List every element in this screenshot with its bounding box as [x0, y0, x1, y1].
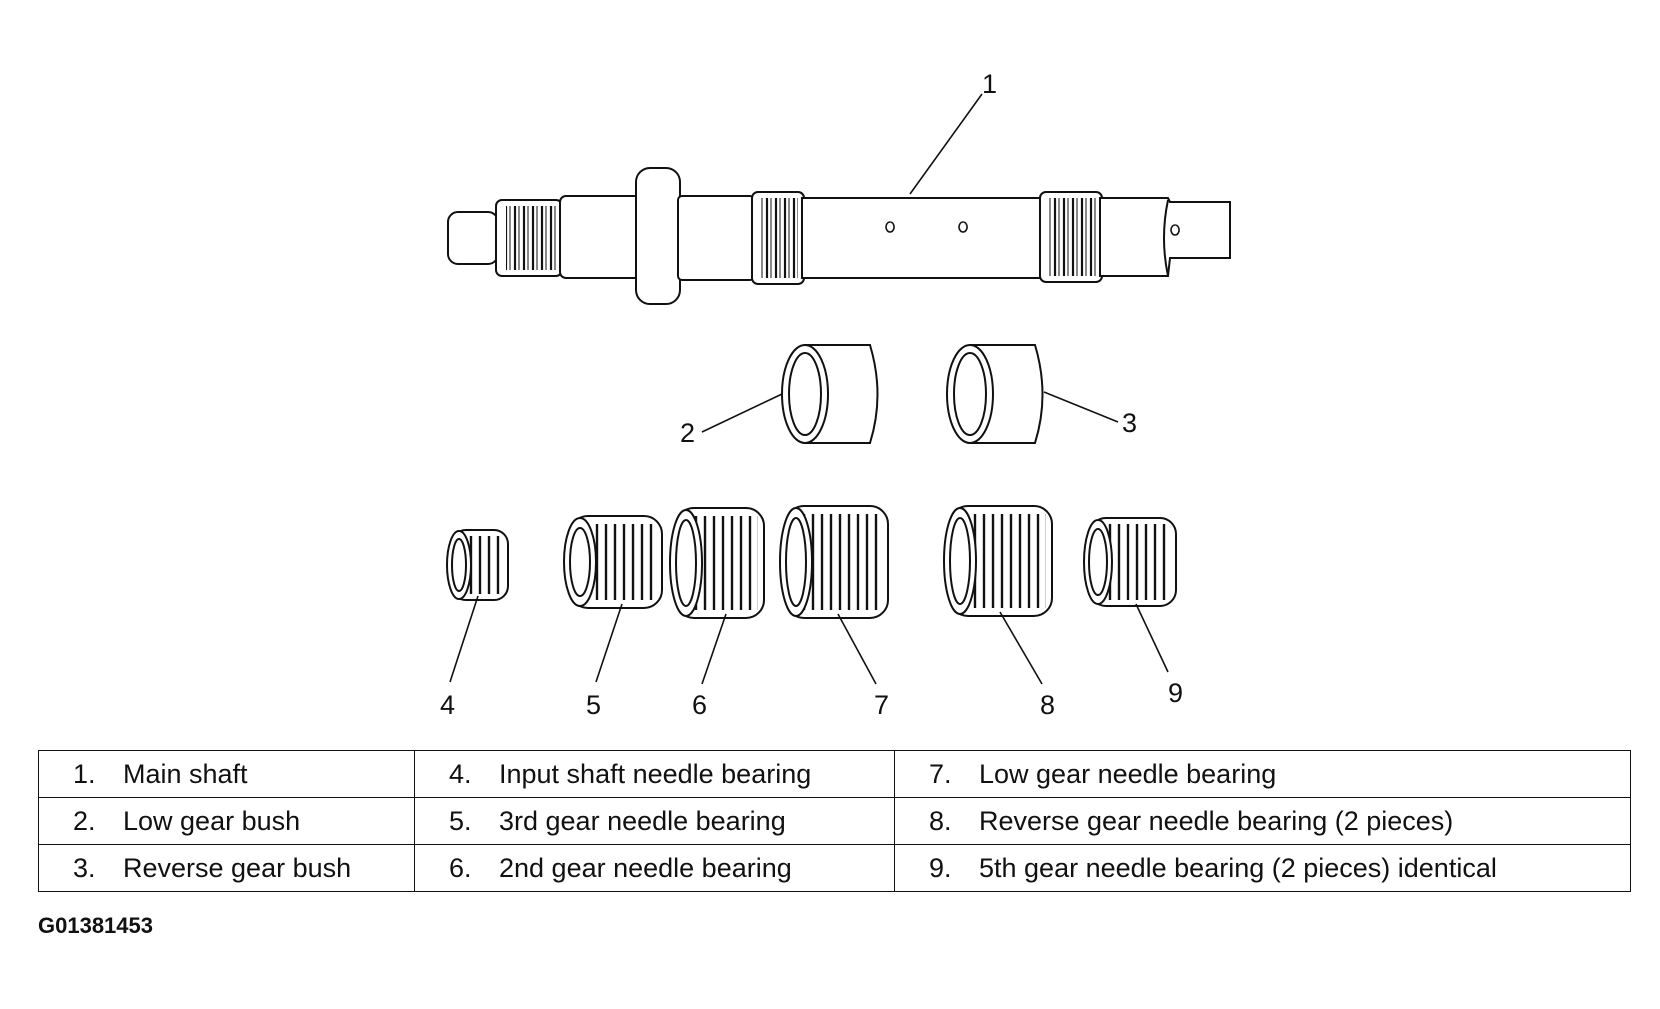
legend-cell: 5.3rd gear needle bearing [414, 797, 895, 845]
low-gear-bush [781, 344, 879, 444]
legend-row: 3.Reverse gear bush 6.2nd gear needle be… [38, 844, 1631, 892]
callout-7: 7 [874, 690, 889, 720]
legend-cell: 3.Reverse gear bush [38, 844, 415, 892]
input-shaft-needle-bearing [446, 529, 509, 601]
parts-legend-table: 1.Main shaft 4.Input shaft needle bearin… [38, 750, 1631, 892]
3rd-gear-needle-bearing [563, 515, 663, 609]
callout-8: 8 [1040, 690, 1055, 720]
callout-6: 6 [692, 690, 707, 720]
exploded-parts-diagram: 1 2 3 4 5 6 7 8 9 [440, 69, 1231, 720]
5th-gear-needle-bearing [1083, 517, 1177, 607]
legend-cell: 9.5th gear needle bearing (2 pieces) ide… [894, 844, 1631, 892]
legend-cell: 7.Low gear needle bearing [894, 750, 1631, 798]
legend-row: 1.Main shaft 4.Input shaft needle bearin… [38, 750, 1631, 798]
legend-cell: 2.Low gear bush [38, 797, 415, 845]
callout-labels: 1 2 3 4 5 6 7 8 9 [440, 69, 1183, 720]
reverse-gear-bush [946, 344, 1044, 444]
legend-cell: 8.Reverse gear needle bearing (2 pieces) [894, 797, 1631, 845]
callout-5: 5 [586, 690, 601, 720]
leader-lines [449, 93, 1169, 685]
callout-1: 1 [982, 69, 997, 99]
callout-4: 4 [440, 690, 455, 720]
reverse-gear-needle-bearing [943, 505, 1053, 617]
callout-9: 9 [1168, 678, 1183, 708]
main-shaft [447, 167, 1231, 305]
legend-row: 2.Low gear bush 5.3rd gear needle bearin… [38, 797, 1631, 845]
callout-3: 3 [1122, 408, 1137, 438]
low-gear-needle-bearing [779, 505, 889, 619]
2nd-gear-needle-bearing [669, 507, 765, 619]
callout-2: 2 [680, 418, 695, 448]
legend-cell: 1.Main shaft [38, 750, 415, 798]
legend-cell: 4.Input shaft needle bearing [414, 750, 895, 798]
legend-cell: 6.2nd gear needle bearing [414, 844, 895, 892]
figure-id: G01381453 [38, 913, 153, 938]
